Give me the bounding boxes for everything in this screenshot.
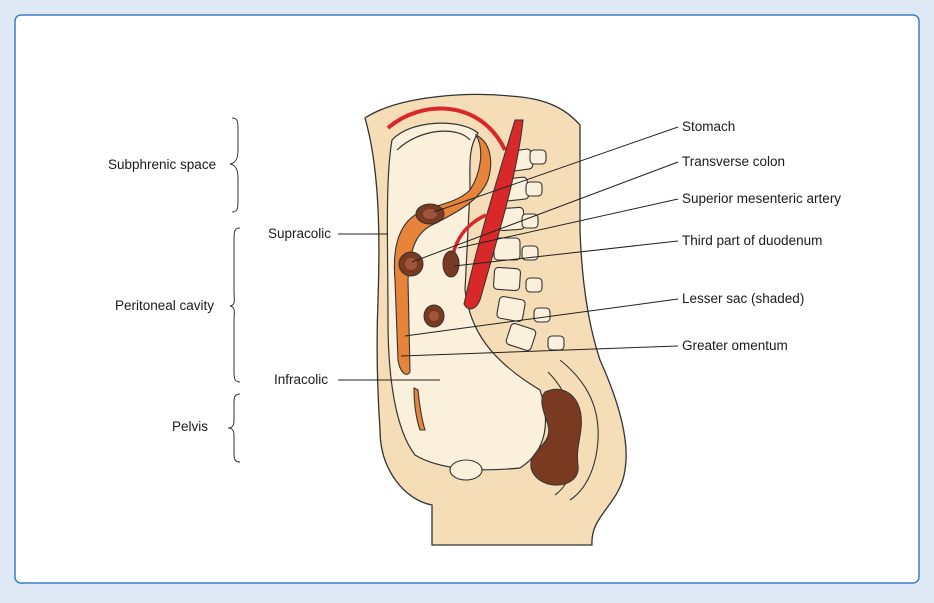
label-supracolic: Supracolic <box>268 226 331 241</box>
label-peritoneal-cavity: Peritoneal cavity <box>115 298 214 313</box>
pubic-bone <box>450 460 482 480</box>
label-greater-omentum: Greater omentum <box>682 338 788 353</box>
small-bowel-lumen <box>429 311 439 321</box>
label-infracolic: Infracolic <box>274 372 328 387</box>
stomach-lumen <box>423 209 437 219</box>
label-subphrenic-space: Subphrenic space <box>108 157 216 172</box>
label-pelvis: Pelvis <box>172 419 208 434</box>
duodenum <box>443 251 459 277</box>
label-lesser-sac: Lesser sac (shaded) <box>682 291 804 306</box>
label-third-part-of-duodenum: Third part of duodenum <box>682 233 822 248</box>
label-stomach: Stomach <box>682 119 735 134</box>
transverse-colon-lumen <box>405 258 417 270</box>
label-transverse-colon: Transverse colon <box>682 154 785 169</box>
label-superior-mesenteric-artery: Superior mesenteric artery <box>682 191 841 206</box>
